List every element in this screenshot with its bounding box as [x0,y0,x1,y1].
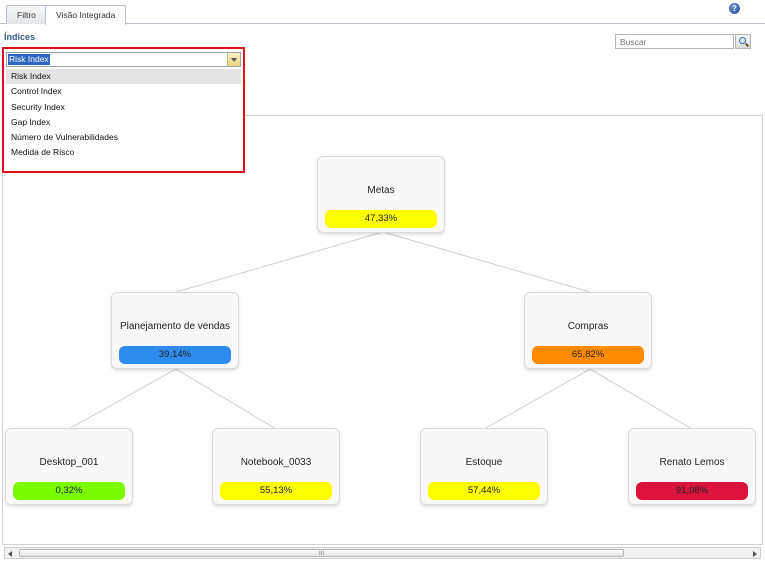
node-percentage-badge: 91,08% [636,482,748,500]
tab-bar-divider [0,23,765,24]
tab-visao-integrada[interactable]: Visão Integrada [45,5,127,25]
search-button[interactable] [735,34,751,49]
node-title: Metas [367,185,395,196]
node-metas[interactable]: Metas 47,33% [317,156,445,233]
node-title: Planejamento de vendas [119,321,231,332]
node-desktop-001[interactable]: Desktop_001 0,32% [5,428,133,505]
node-percentage-badge: 47,33% [325,210,437,228]
search-input[interactable] [615,34,734,49]
node-notebook-0033[interactable]: Notebook_0033 55,13% [212,428,340,505]
node-title: Estoque [465,457,503,468]
section-title: Índices [4,32,36,42]
option-medida-de-risco[interactable]: Medida de Risco [11,147,75,158]
node-percentage-badge: 0,32% [13,482,125,500]
index-select[interactable]: Risk Index [6,52,241,67]
tree-canvas: Metas 47,33% Planejamento de vendas 39,1… [2,115,763,545]
option-gap-index[interactable]: Gap Index [11,116,51,127]
tab-bar: Filtro Visão Integrada [0,0,765,25]
option-control-index[interactable]: Control Index [11,86,62,97]
horizontal-scrollbar[interactable]: III [4,547,761,559]
tab-filtro[interactable]: Filtro [6,5,47,24]
node-compras[interactable]: Compras 65,82% [524,292,652,369]
node-renato-lemos[interactable]: Renato Lemos 91,08% [628,428,756,505]
scrollbar-grip: III [319,551,325,557]
index-options-list: Risk Index Control Index Security Index … [6,69,241,161]
chevron-down-icon[interactable] [227,53,240,66]
scrollbar-thumb[interactable]: III [19,549,624,557]
node-title: Desktop_001 [39,457,99,468]
node-estoque[interactable]: Estoque 57,44% [420,428,548,505]
node-percentage-badge: 55,13% [220,482,332,500]
node-title: Compras [567,321,609,332]
scroll-right-icon[interactable] [753,551,757,557]
index-dropdown: Risk Index Risk Index Control Index Secu… [2,47,245,173]
option-security-index[interactable]: Security Index [11,101,65,112]
node-percentage-badge: 65,82% [532,346,644,364]
help-icon[interactable]: ? [729,3,740,14]
option-risk-index[interactable]: Risk Index [6,69,241,85]
scroll-left-icon[interactable] [8,551,12,557]
index-select-value: Risk Index [8,54,50,65]
node-title: Renato Lemos [659,457,725,468]
tree-connectors [68,231,693,430]
node-title: Notebook_0033 [240,457,312,468]
node-percentage-badge: 57,44% [428,482,540,500]
search-icon [739,37,746,44]
node-planejamento-de-vendas[interactable]: Planejamento de vendas 39,14% [111,292,239,369]
option-numero-de-vulnerabilidades[interactable]: Número de Vulnerabilidades [11,132,118,143]
node-percentage-badge: 39,14% [119,346,231,364]
